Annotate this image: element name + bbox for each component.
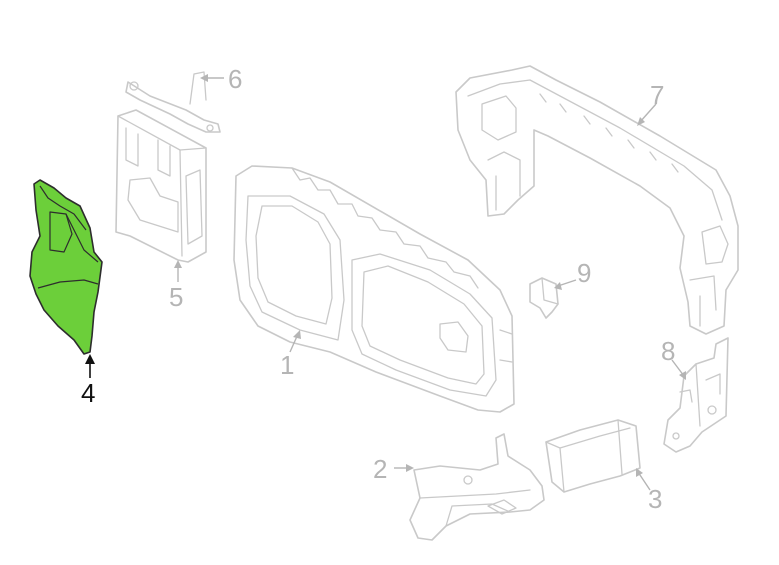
part-2-lower-bracket	[409, 433, 545, 541]
leader-lines	[85, 74, 686, 491]
part-4-shield-highlighted	[29, 179, 103, 355]
callout-4-active: 4	[81, 378, 95, 408]
part-7-upper-support	[455, 65, 739, 335]
part-9-clip	[529, 277, 559, 319]
part-5-box	[115, 109, 207, 263]
callout-5: 5	[169, 282, 183, 312]
part-1-front-carrier	[233, 165, 515, 413]
callout-2: 2	[373, 454, 387, 484]
callout-3: 3	[648, 484, 662, 514]
part-8-side-bracket	[663, 337, 729, 453]
part-3-air-duct	[545, 419, 641, 493]
callout-9: 9	[577, 258, 591, 288]
callout-1: 1	[280, 350, 294, 380]
callout-6: 6	[228, 64, 242, 94]
callout-8: 8	[661, 336, 675, 366]
part-6-bracket	[125, 71, 221, 133]
callout-7: 7	[650, 80, 664, 110]
